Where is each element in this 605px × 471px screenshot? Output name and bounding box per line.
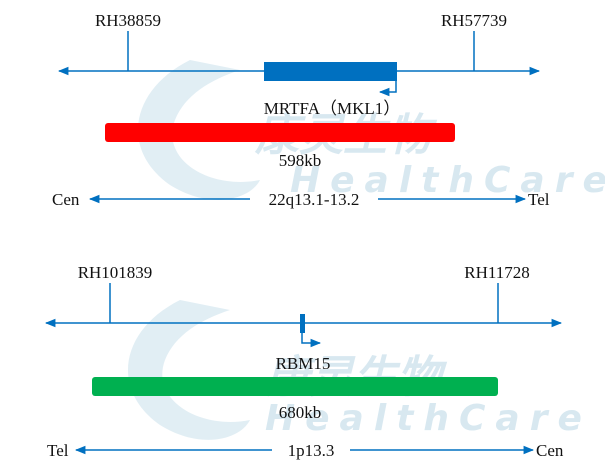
gene-label: MRTFA（MKL1）: [264, 99, 401, 118]
gene-mark: [300, 314, 305, 333]
watermark-2: 康灵生物 HealthCare: [127, 300, 592, 440]
panel-rbm15: RH101839 RH11728 RBM15 680kb Tel 1p13.3 …: [44, 263, 564, 460]
end-right-label: Tel: [528, 190, 550, 209]
band-label: 22q13.1-13.2: [269, 190, 360, 209]
end-left-label: Tel: [47, 441, 69, 460]
deletion-bar: [105, 123, 455, 142]
marker-left-label: RH38859: [95, 11, 161, 30]
size-label: 680kb: [279, 403, 322, 422]
marker-right-label: RH57739: [441, 11, 507, 30]
marker-left-label: RH101839: [78, 263, 153, 282]
deletion-bar: [92, 377, 498, 396]
band-label: 1p13.3: [288, 441, 335, 460]
end-right-label: Cen: [536, 441, 564, 460]
panel-mrtfa: RH38859 RH57739 MRTFA（MKL1） 598kb Cen 22…: [52, 11, 550, 209]
end-left-label: Cen: [52, 190, 80, 209]
transcription-arrow-icon: [301, 333, 322, 348]
watermark-en: HealthCare: [290, 160, 605, 201]
watermark-en: HealthCare: [265, 398, 592, 439]
transcription-arrow-icon: [378, 81, 397, 97]
marker-right-label: RH11728: [464, 263, 530, 282]
gene-label: RBM15: [276, 354, 331, 373]
gene-box: [264, 62, 397, 81]
size-label: 598kb: [279, 151, 322, 170]
